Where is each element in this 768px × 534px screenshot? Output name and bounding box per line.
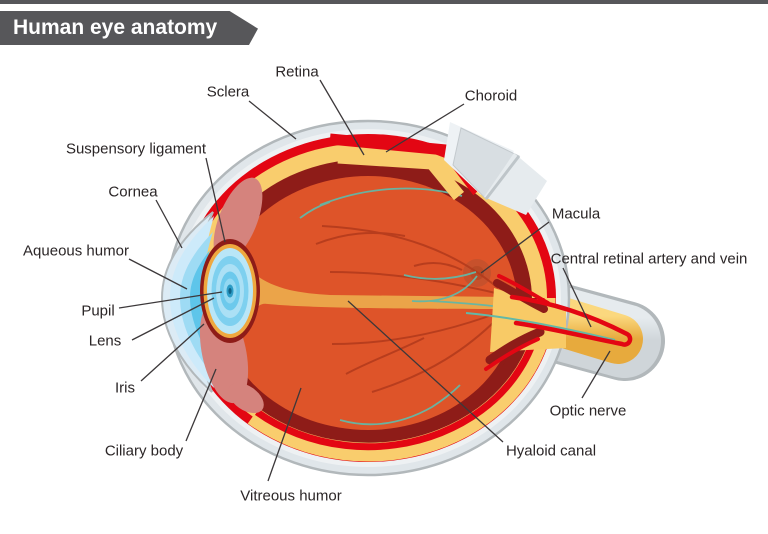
retina-cut-edge [337, 150, 465, 201]
title-banner: Human eye anatomy [0, 11, 258, 45]
lens-body [207, 248, 253, 334]
label-macula: Macula [551, 205, 601, 223]
funnel-red-bottom [484, 337, 540, 371]
pointer-line-optic-nerve [581, 350, 611, 399]
anterior-chamber-deep [190, 250, 210, 356]
central-retinal-vein [465, 312, 616, 341]
pointer-line-ciliary-body [185, 368, 217, 442]
label-lens: Lens [88, 332, 122, 350]
pointer-line-macula [480, 221, 550, 274]
optic-disc-junction [465, 274, 633, 371]
label-pupil: Pupil [81, 302, 115, 320]
label-cornea: Cornea [108, 183, 158, 201]
label-suspensory-ligament: Suspensory ligament [65, 140, 207, 158]
cutaway-notch [329, 122, 547, 215]
retina-bottom-band [247, 297, 556, 462]
pointer-line-hyaloid-canal [347, 300, 504, 443]
sclera-flap-fold [484, 153, 547, 215]
pointer-lines [118, 79, 611, 482]
nerve-funnel [490, 288, 566, 352]
central-retinal-artery [509, 294, 633, 347]
label-aqueous-humor: Aqueous humor [23, 242, 129, 260]
anterior-segment [160, 177, 264, 414]
pointer-line-pupil [118, 291, 223, 309]
pointer-line-suspensory-ligament [205, 157, 226, 243]
top-strip [0, 0, 768, 4]
pointer-line-vitreous-humor [267, 387, 302, 482]
funnel-maroon-bottom [485, 327, 545, 365]
vein-vessels [299, 187, 515, 426]
vitreous-interior [250, 187, 515, 426]
pointer-line-retina [319, 79, 365, 156]
flap-shadow [484, 155, 521, 200]
hyaloid-canal-shape [250, 272, 514, 322]
label-optic-nerve: Optic nerve [549, 402, 627, 420]
label-choroid: Choroid [464, 87, 518, 105]
label-central-retinal-artery-and-vein: Central retinal artery and vein [550, 250, 748, 268]
pointer-line-choroid [385, 103, 465, 153]
pointer-line-sclera [248, 100, 297, 140]
ciliary-body-tail [228, 382, 264, 414]
label-hyaloid-canal: Hyaloid canal [505, 442, 597, 460]
pointer-line-lens [131, 297, 215, 341]
funnel-maroon-top [493, 279, 548, 313]
pointer-line-aqueous-humor [128, 258, 188, 290]
page-title: Human eye anatomy [13, 16, 218, 39]
label-ciliary-body: Ciliary body [104, 442, 184, 460]
pointer-line-central-retinal-artery [562, 267, 592, 328]
label-iris: Iris [115, 379, 135, 397]
label-vitreous-humor: Vitreous humor [240, 487, 342, 505]
label-sclera: Sclera [206, 83, 250, 101]
label-retina: Retina [275, 63, 319, 81]
pointer-line-cornea [155, 199, 183, 249]
pointer-line-iris [140, 323, 205, 382]
retinal-vessels [315, 225, 501, 393]
